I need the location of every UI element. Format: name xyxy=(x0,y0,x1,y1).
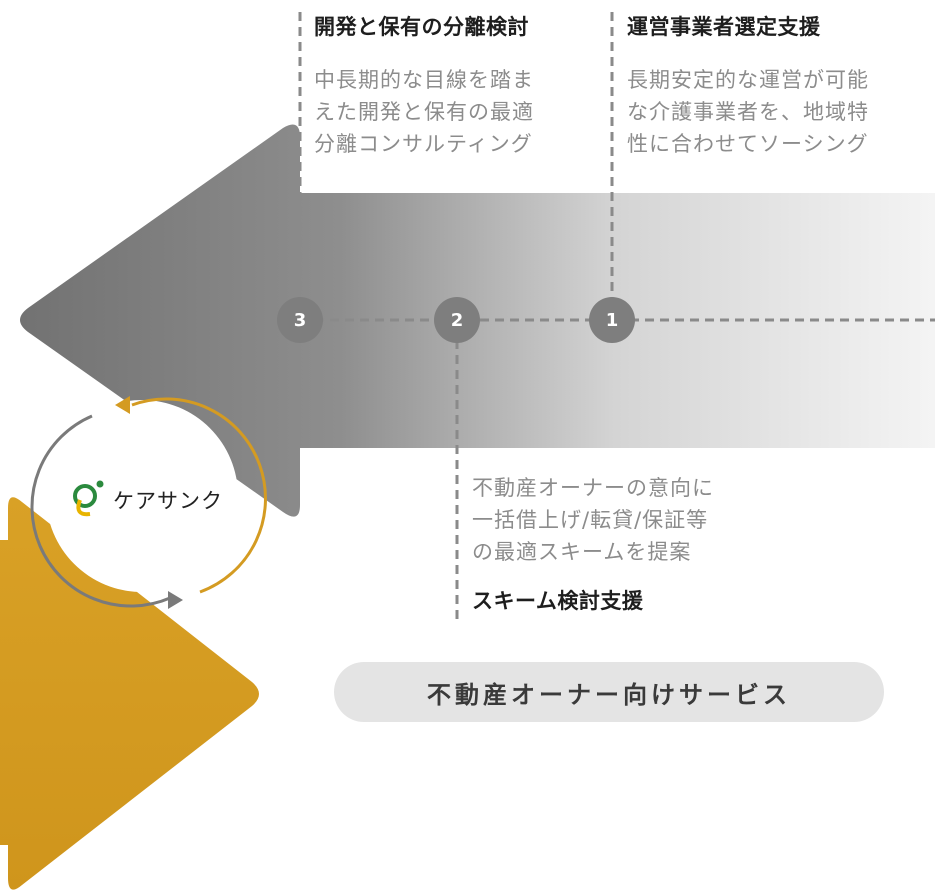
step-1-description: 長期安定的な運営が可能 な介護事業者を、地域特 性に合わせてソーシング xyxy=(627,68,869,156)
gold-arrowhead xyxy=(115,396,130,414)
service-label-pill: 不動産オーナー向けサービス xyxy=(334,662,884,722)
step-2-description: 不動産オーナーの意向に 一括借上げ/転貸/保証等 の最適スキームを提案 xyxy=(472,476,714,564)
gray-arrowhead xyxy=(168,591,183,609)
step-3-description: 中長期的な目線を踏ま えた開発と保有の最適 分離コンサルティング xyxy=(314,68,534,156)
logo-circle xyxy=(46,400,238,592)
service-label: 不動産オーナー向けサービス xyxy=(427,680,791,709)
step-2-title: スキーム検討支援 xyxy=(472,589,644,613)
gold-arc-arrow xyxy=(131,397,267,594)
gold-arrow xyxy=(0,497,259,890)
step-number-1: 1 xyxy=(589,297,635,343)
care-thank-logo-mark xyxy=(73,480,104,517)
step-1-title: 運営事業者選定支援 xyxy=(627,15,821,39)
logo-text: ケアサンク xyxy=(113,489,223,513)
step-number-3: 3 xyxy=(277,297,323,343)
gray-arc-arrow xyxy=(30,414,171,608)
step-number-2: 2 xyxy=(434,297,480,343)
step-3-title: 開発と保有の分離検討 xyxy=(314,15,529,39)
